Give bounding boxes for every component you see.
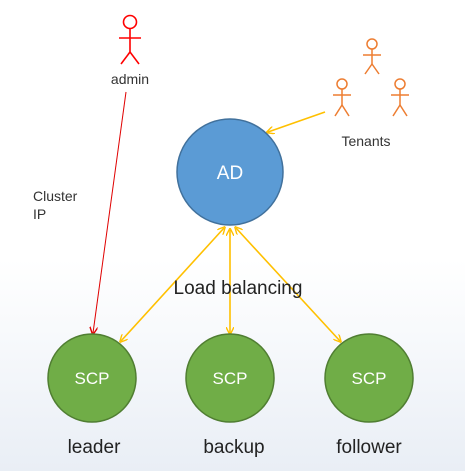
cluster-ip-label-line1: Cluster (33, 188, 78, 204)
tenants-to-ad-arrow (268, 111, 326, 132)
ad-to-leader-arrow (121, 228, 224, 341)
scp-backup-label: SCP (213, 369, 248, 388)
tenants-label: Tenants (341, 133, 390, 149)
cluster-ip-label-line2: IP (33, 206, 46, 222)
load-balancing-label: Load balancing (174, 278, 303, 299)
cluster-ip-label: Cluster IP (33, 188, 81, 222)
scp-follower-node: SCP (324, 333, 414, 423)
backup-role-label: backup (203, 437, 264, 458)
ad-node: AD (176, 118, 284, 226)
tenants-actor-icon (333, 38, 409, 117)
scp-leader-label: SCP (75, 369, 110, 388)
follower-role-label: follower (336, 437, 402, 458)
admin-actor-icon (119, 14, 141, 65)
leader-role-label: leader (68, 437, 121, 458)
ad-to-follower-arrow (236, 228, 340, 341)
scp-leader-node: SCP (47, 333, 137, 423)
admin-to-leader-line (93, 91, 127, 333)
scp-follower-label: SCP (352, 369, 387, 388)
scp-backup-node: SCP (185, 333, 275, 423)
admin-label: admin (111, 71, 149, 87)
ad-node-label: AD (217, 163, 243, 184)
